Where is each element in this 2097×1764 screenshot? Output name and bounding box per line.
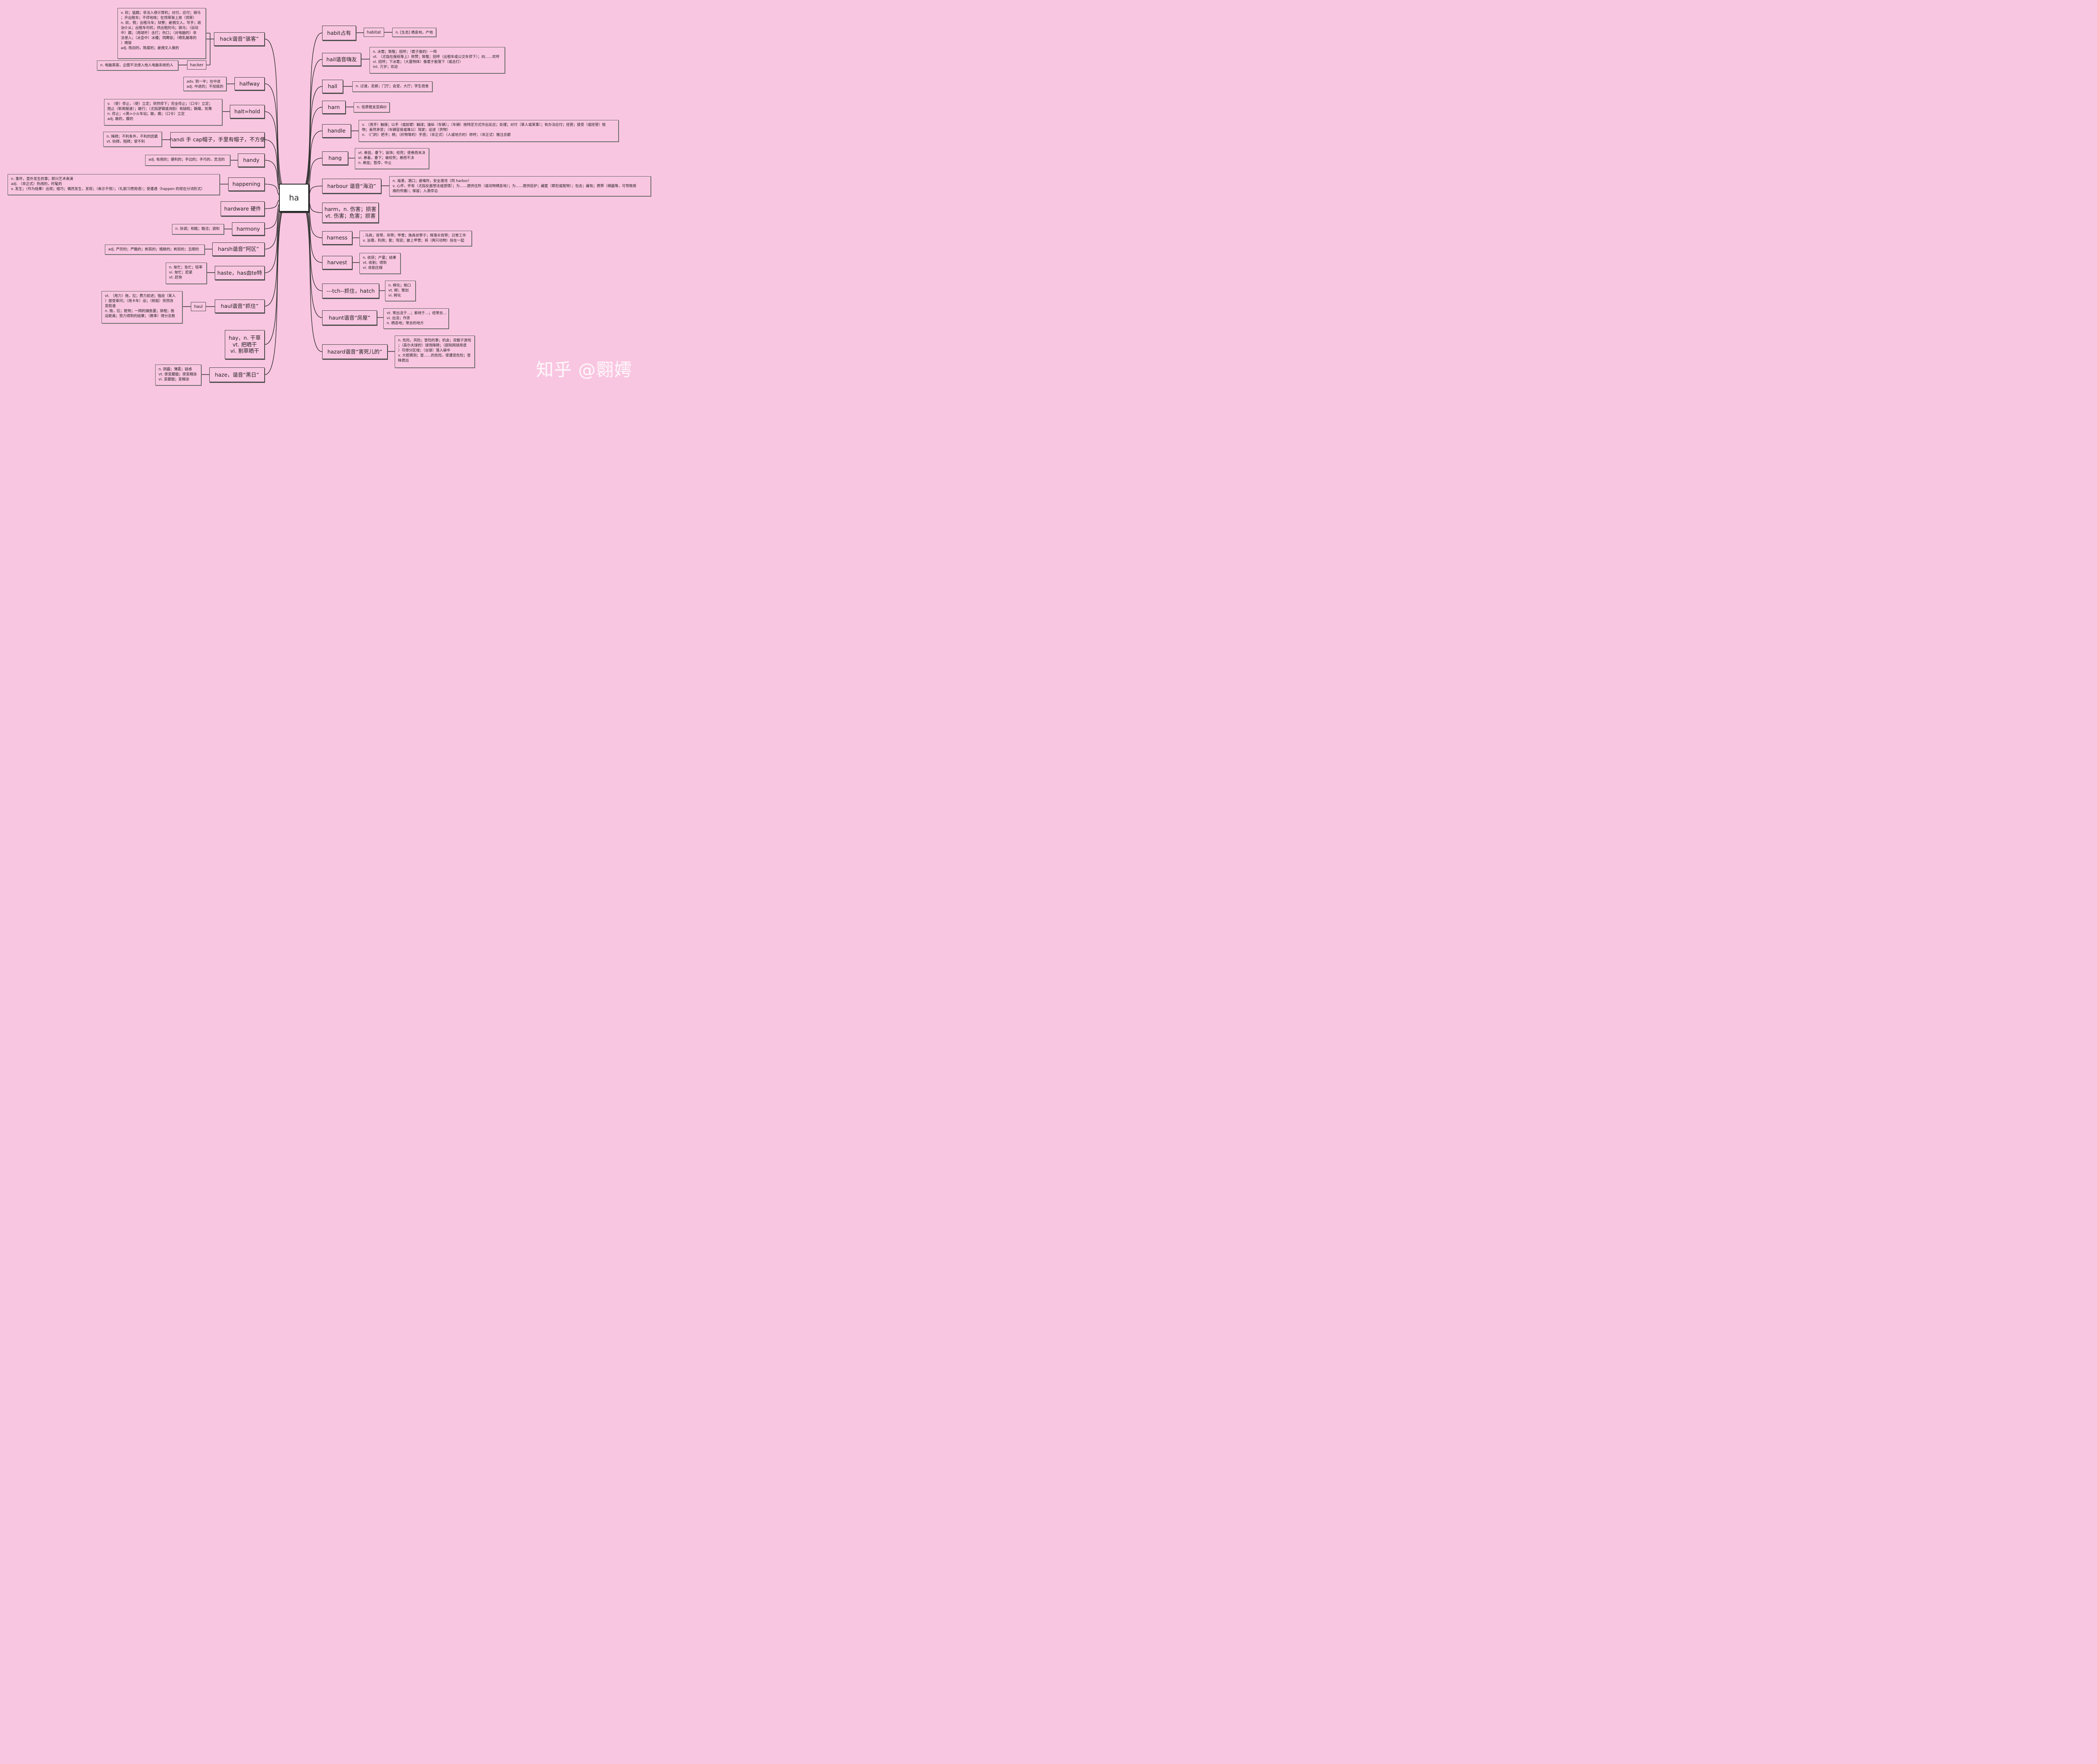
- node-hacker[interactable]: hacker: [187, 60, 206, 70]
- note-halfway: adv. 到一半；在中途 adj. 中途的；不彻底的: [183, 77, 226, 91]
- topic-harness[interactable]: harness: [322, 231, 352, 245]
- note-harbour: n. 海港，港口；避难所，安全港湾（同 harbor） v. 心怀，怀有（尤指反…: [389, 176, 651, 196]
- note-harness: . 马具；背带，吊带；甲胄；挽具状带子；降落伞背带；日常工作 v. 治理，利用；…: [359, 231, 472, 246]
- note-harmony: n. 协调；和睦；融洽；调和: [172, 224, 224, 234]
- note-harvest: n. 收获；产量；结果 vt. 收割；得到 vi. 收割庄稼: [359, 253, 401, 274]
- topic-haste[interactable]: haste，has由te特: [215, 266, 265, 280]
- topic-hang[interactable]: hang: [322, 151, 348, 165]
- note-hack: v. 砍；猛踢；非法入侵计算机；对付，应付；骑马 ；开出租车；不停地咳；在饲草架…: [117, 8, 206, 59]
- note-harsh: adj. 严厉的；严酷的；刺耳的；粗糙的；刺目的；丑陋的: [105, 245, 205, 255]
- note-handi: n. 障碍；不利条件，不利的因素 vt. 妨碍，阻碍；使不利: [103, 132, 162, 147]
- topic-harn[interactable]: harn: [322, 101, 346, 114]
- topic-handy[interactable]: handy: [238, 154, 265, 167]
- topic-harsh[interactable]: harsh谐音“阿区”: [212, 242, 265, 256]
- note-hang: vt. 悬挂，垂下；装饰；绞死；使悬而未决 vi. 悬着，垂下；被绞死；悬而不决…: [355, 148, 429, 169]
- topic-haze-link: [264, 197, 291, 375]
- topic-harm[interactable]: harm，n. 伤害；损害 vt. 伤害；危害；损害: [322, 203, 379, 223]
- note-habitat: n. [生态] 栖息地，产地: [392, 28, 436, 37]
- note-haze: n. 阴霾；薄雾；疑惑 vt. 使变朦胧；使变糊涂 vi. 变朦胧；变糊涂: [155, 364, 201, 385]
- topic-halfway[interactable]: halfway: [234, 77, 265, 90]
- root-node[interactable]: ha: [279, 184, 309, 212]
- note-halt: v. （使）停止，（使）立定；突然停下；完全停止；（口令）立定； 阻止（新闻报道…: [104, 99, 222, 125]
- note-hail: n. 冰雹；致敬；招呼；（雹子般的）一阵 vt. （尤指在报纸等上）称赞；致敬；…: [369, 47, 505, 73]
- note-happening: n. 事件，意外发生的事；即兴艺术表演 adj. （非正式）热闹的，时髦的 v.…: [8, 174, 220, 195]
- watermark: 知乎 @翾嫮: [536, 359, 632, 380]
- note-harn: n. 低质粗支亚麻纱: [354, 102, 390, 112]
- topic-habit[interactable]: habit占有: [322, 26, 356, 40]
- note-handle: v. （用手）触摸；以手（或前臂）触球；操纵（车辆）；（车辆）按特定方式作出反应…: [359, 120, 619, 142]
- note-hazard: n. 危险，风险；冒险的事；机会；双骰子游戏 ；（高尔夫球的）球场障碍；（庭院网…: [395, 336, 475, 368]
- note-haste: n. 匆忙；急忙；轻率 vi. 匆忙；赶紧 vt. 赶快: [166, 263, 207, 284]
- note-hall: n. 过道，走廊；门厅；会堂，大厅；学生宿舍: [352, 81, 432, 92]
- topic-hay[interactable]: hay，n. 干草 vt. 把晒干 vi. 割草晒干: [225, 330, 265, 359]
- topic-harmony[interactable]: harmony: [232, 222, 265, 235]
- topic-handle[interactable]: handle: [322, 124, 351, 138]
- topic-haze[interactable]: haze，谐音“黑日”: [209, 367, 265, 382]
- topic-handi[interactable]: handi 手 cap帽子，手里有帽子，不方便: [170, 132, 265, 147]
- note-haul: vt. （用力）拖，拉；费力前进；强迫（某人 ）接受审问；（用卡车）运；（帆船）…: [101, 291, 182, 323]
- note-hatch: n. 孵化；舱口 vt. 孵；策划 vi. 孵化: [385, 281, 416, 301]
- node-haul[interactable]: haul: [191, 302, 206, 311]
- note-haunt: vt. 常出没于…；萦绕于…；经常去… vi. 出没；作祟 n. 栖息地；常去的…: [383, 308, 449, 329]
- topic-hazard[interactable]: hazard谐音“害死儿的”: [322, 344, 388, 359]
- topic-hall[interactable]: hall: [322, 80, 343, 93]
- note-hacker: n. 电脑黑客，企图不法侵入他人电脑系统的人: [97, 60, 178, 70]
- node-habitat[interactable]: habitat: [364, 28, 384, 37]
- topic-happening[interactable]: happening: [228, 177, 265, 191]
- topic-halt[interactable]: halt=hold: [230, 105, 265, 118]
- topic-harvest[interactable]: harvest: [322, 256, 352, 269]
- topic-hack[interactable]: hack谐音“骇客”: [214, 32, 265, 46]
- topic-hatch[interactable]: ---tch--抓住，hatch: [322, 284, 379, 298]
- topic-hardware[interactable]: hardware 硬件: [221, 201, 265, 216]
- topic-haul[interactable]: haul谐音“抓住”: [215, 299, 265, 313]
- topic-harbour[interactable]: harbour 谐音“海泊”: [322, 179, 381, 193]
- topic-hail[interactable]: hail谐音嗨友: [322, 53, 361, 66]
- topic-haunt[interactable]: haunt谐音“房屋”: [322, 310, 377, 325]
- mind-map: ha hack谐音“骇客” halfway halt=hold handi 手 …: [0, 0, 658, 394]
- note-handy: adj. 有用的；便利的；手边的；手巧的，灵活的: [145, 155, 230, 166]
